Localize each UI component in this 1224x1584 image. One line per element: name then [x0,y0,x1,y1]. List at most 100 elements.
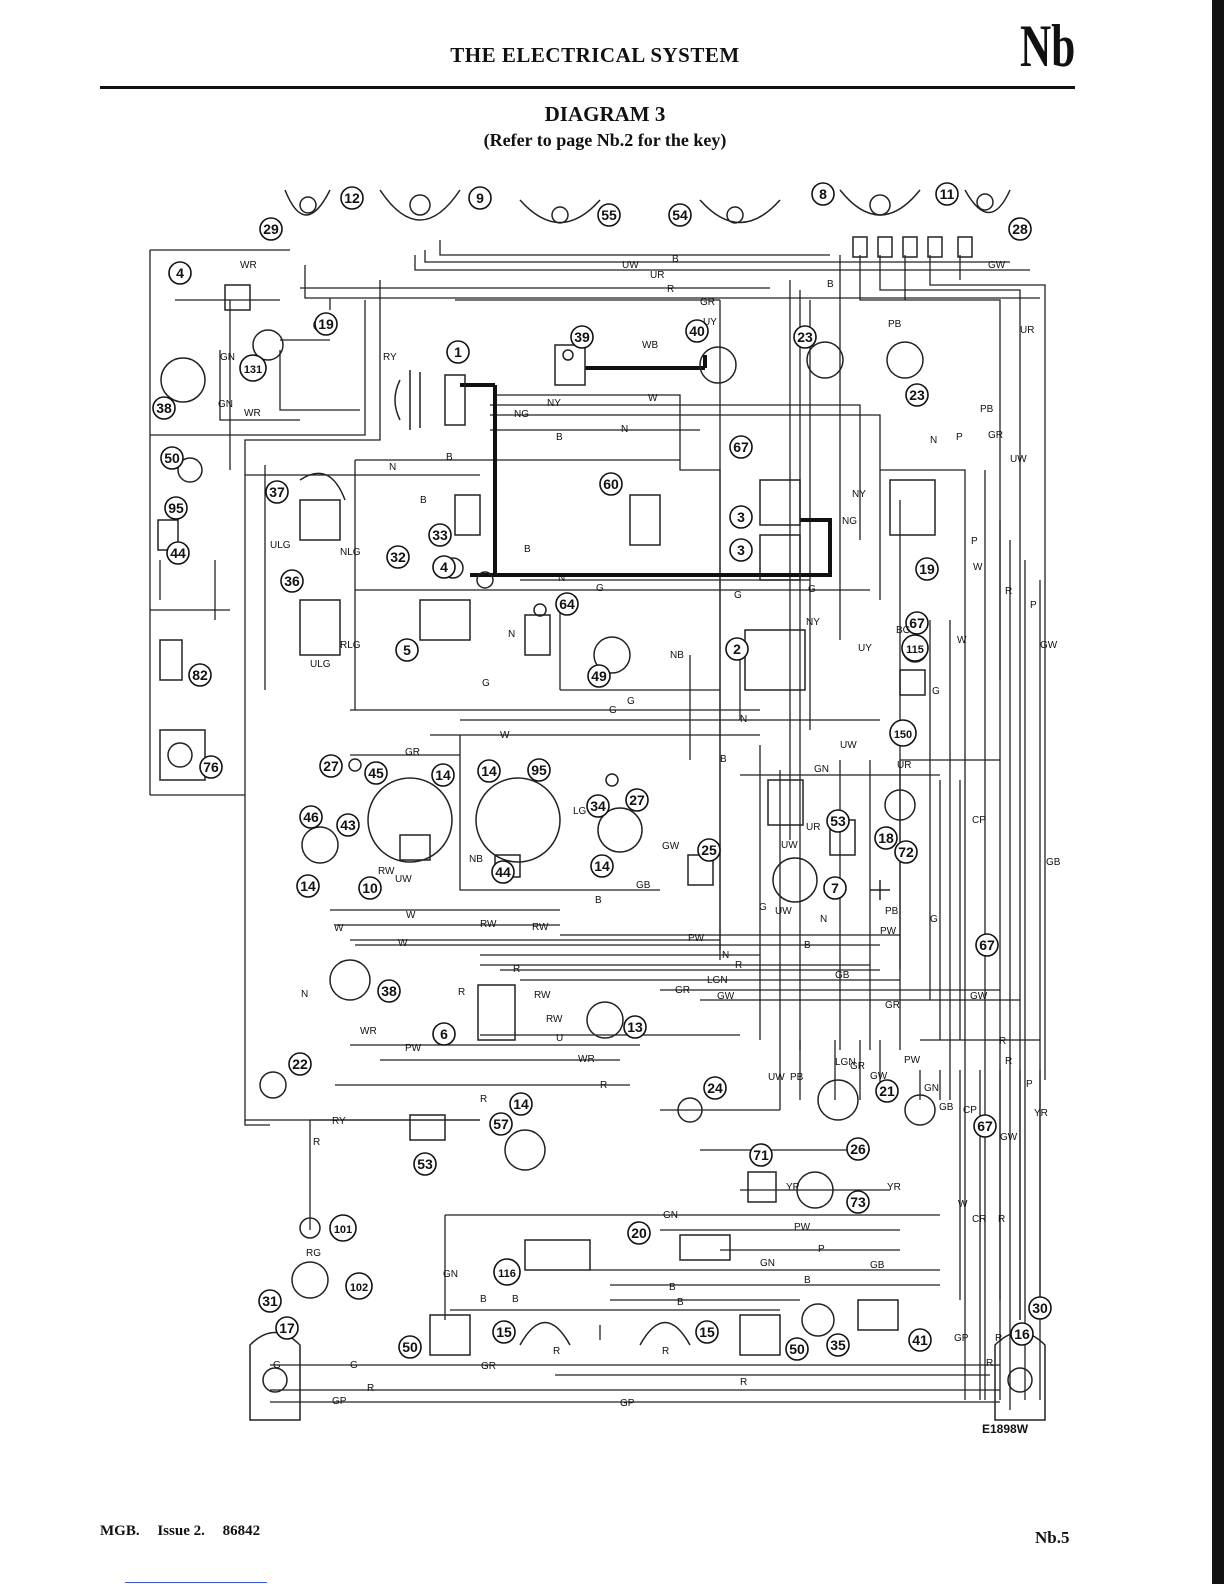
wire-code-letter: W [648,393,658,404]
component-number-badge: 82 [188,663,212,687]
wire-code-letter: W [406,910,416,921]
wire-code: GR [885,1000,900,1011]
wire-code-letter: B [512,1294,519,1305]
wire-code-letter: G [273,1360,281,1371]
component-number: 67 [979,937,995,953]
component-symbol [927,236,943,258]
component-number: 6 [440,1026,448,1042]
component-symbol [252,329,284,361]
component-symbol [677,1097,703,1123]
component-number: 32 [390,549,406,565]
component-number: 19 [318,316,334,332]
component-number: 16 [1014,1326,1030,1342]
wire-code: GR [988,430,1003,441]
battery-cable-layer [460,355,832,577]
component-number: 45 [368,765,384,781]
wire-code: RLG [340,640,361,651]
component-symbol [409,194,431,216]
component-symbol [367,777,453,863]
component-number: 53 [417,1156,433,1172]
component-number: 23 [909,387,925,403]
component-number-badge: 38 [377,979,401,1003]
component-number-badge: 60 [599,472,623,496]
component-number-badge: 54 [668,203,692,227]
component-number-badge: 50 [160,446,184,470]
component-number: 72 [898,844,914,860]
section-code: Nb [1020,13,1076,79]
component-number: 41 [912,1332,928,1348]
component-number: 27 [629,792,645,808]
component-symbol [605,773,619,787]
wire-code-letter: G [609,705,617,716]
component-number-badge: 15 [492,1320,516,1344]
component-number-badge: 131 [239,354,267,382]
diagram-subtitle: (Refer to page Nb.2 for the key) [483,130,727,150]
component-number-badge: 23 [793,325,817,349]
wire-code: GN [663,1210,678,1221]
component-number-badge: 19 [314,312,338,336]
component-number-badge: 67 [905,611,929,635]
component-symbol [379,189,461,221]
component-number-badge: 34 [586,794,610,818]
component-number: 21 [879,1083,895,1099]
component-symbol [747,1171,777,1203]
component-number: 25 [701,842,717,858]
wire-code: PW [688,933,705,944]
component-symbol [699,199,781,224]
component-number-badge: 27 [319,754,343,778]
component-number-badge: 95 [527,758,551,782]
component-number-badge: 50 [785,1337,809,1361]
component-number-badge: 67 [729,435,753,459]
component-number-badge: 14 [590,854,614,878]
wire-code: GN [443,1269,458,1280]
wire-run [279,350,360,411]
footer-part-number: 86842 [222,1523,261,1539]
component-symbol [301,826,339,864]
wire-code: PB [885,906,899,917]
wire-run [929,255,1046,1080]
component-number-badge: 9 [468,186,492,210]
component-number: 4 [176,265,184,281]
component-number: 46 [303,809,319,825]
component-number-badge: 4 [432,555,456,579]
component-number: 116 [498,1268,516,1280]
component-symbol [259,1071,287,1099]
component-symbol [902,236,918,258]
component-number-badge: 27 [625,788,649,812]
wire-code-letter: N [740,714,747,725]
wire-code-letter: R [995,1333,1002,1344]
component-number-badge: 50 [398,1335,422,1359]
wire-code: GW [970,991,988,1002]
wire-code: ULG [270,540,291,551]
wire-code-letter: N [722,950,729,961]
wire-code: UW [768,1072,785,1083]
drawing-reference: E1898W [982,1422,1029,1436]
component-number: 14 [300,878,316,894]
wire-code-letter: R [553,1346,560,1357]
component-number: 5 [403,642,411,658]
wire-code: NY [852,489,866,500]
component-number-badge: 5 [395,638,419,662]
component-symbol [679,1234,731,1261]
component-number-badge: 40 [685,319,709,343]
component-symbol [299,196,317,214]
component-number: 28 [1012,221,1028,237]
wire-code: PW [405,1043,422,1054]
component-number-badge: 14 [477,759,501,783]
component-symbol [562,349,574,361]
component-number-badge: 73 [846,1190,870,1214]
component-symbol [806,341,844,379]
wire-code-letter: R [513,964,520,975]
wire-code-letter: G [932,686,940,697]
component-number-badge: 33 [428,523,452,547]
wire-code: RG [306,1248,321,1259]
header-rule [100,86,1075,89]
component-number-badge: 14 [296,874,320,898]
component-number-badge: 14 [509,1092,533,1116]
component-number-badge: 46 [299,805,323,829]
component-number-badge: 53 [413,1152,437,1176]
wire-code: LG [573,806,587,817]
wire-code-letter: R [1005,586,1012,597]
wire-code-letter: N [389,462,396,473]
